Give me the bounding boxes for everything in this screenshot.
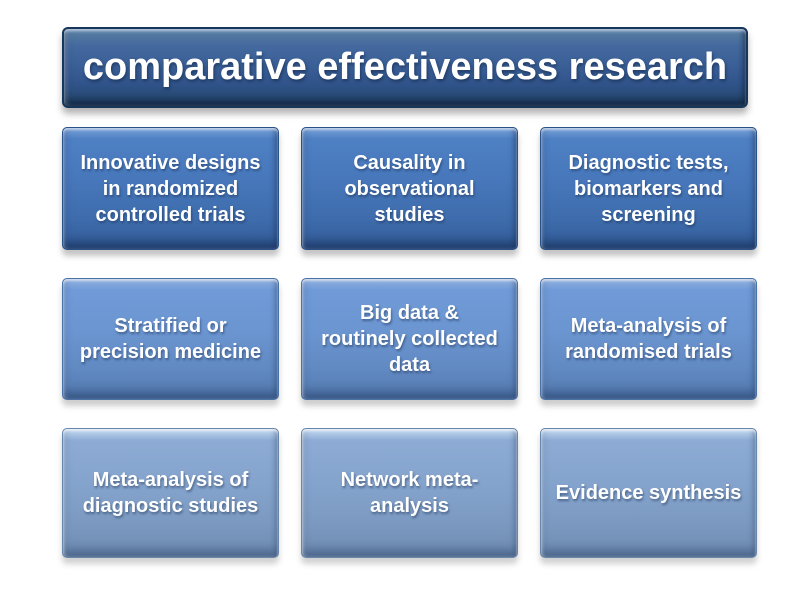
box-label-line: Meta-analysis of — [92, 469, 249, 491]
box-label-line: randomised trials — [565, 341, 732, 363]
box-label-line: in randomized — [102, 177, 239, 200]
box-label-line: Network meta- — [340, 469, 479, 491]
topic-grid: Innovative designs in randomized control… — [62, 127, 757, 558]
box-label-line: Big data & — [360, 302, 459, 324]
box-innovative-designs-rct: Innovative designs in randomized control… — [62, 127, 279, 250]
box-label-line: Evidence synthesis — [555, 482, 742, 504]
box-label-line: Diagnostic tests, — [568, 151, 729, 174]
box-label-line: controlled trials — [95, 203, 246, 226]
box-label-line: Causality in — [353, 151, 466, 174]
page-title: comparative effectiveness research — [82, 46, 728, 88]
box-label-line: observational — [344, 177, 475, 200]
box-evidence-synthesis: Evidence synthesis — [540, 428, 757, 558]
box-meta-analysis-randomised: Meta-analysis of randomised trials — [540, 278, 757, 400]
box-label-line: screening — [601, 203, 696, 226]
box-causality-observational: Causality in observational studies — [301, 127, 518, 250]
box-label-line: Meta-analysis of — [570, 315, 727, 337]
box-label-line: routinely collected — [321, 328, 498, 350]
box-big-data-routine: Big data & routinely collected data — [301, 278, 518, 400]
box-label-line: data — [388, 354, 431, 376]
box-diagnostic-tests-biomarkers: Diagnostic tests, biomarkers and screeni… — [540, 127, 757, 250]
box-label-line: Stratified or — [114, 315, 227, 337]
box-label-line: biomarkers and — [574, 177, 723, 200]
box-label-line: precision medicine — [79, 341, 262, 363]
box-stratified-precision-medicine: Stratified or precision medicine — [62, 278, 279, 400]
box-label-line: analysis — [370, 495, 449, 517]
box-label-line: diagnostic studies — [82, 495, 259, 517]
box-meta-analysis-diagnostic: Meta-analysis of diagnostic studies — [62, 428, 279, 558]
box-label-line: studies — [374, 203, 445, 226]
box-network-meta-analysis: Network meta- analysis — [301, 428, 518, 558]
title-banner: comparative effectiveness research — [62, 27, 748, 108]
box-label-line: Innovative designs — [80, 151, 261, 174]
